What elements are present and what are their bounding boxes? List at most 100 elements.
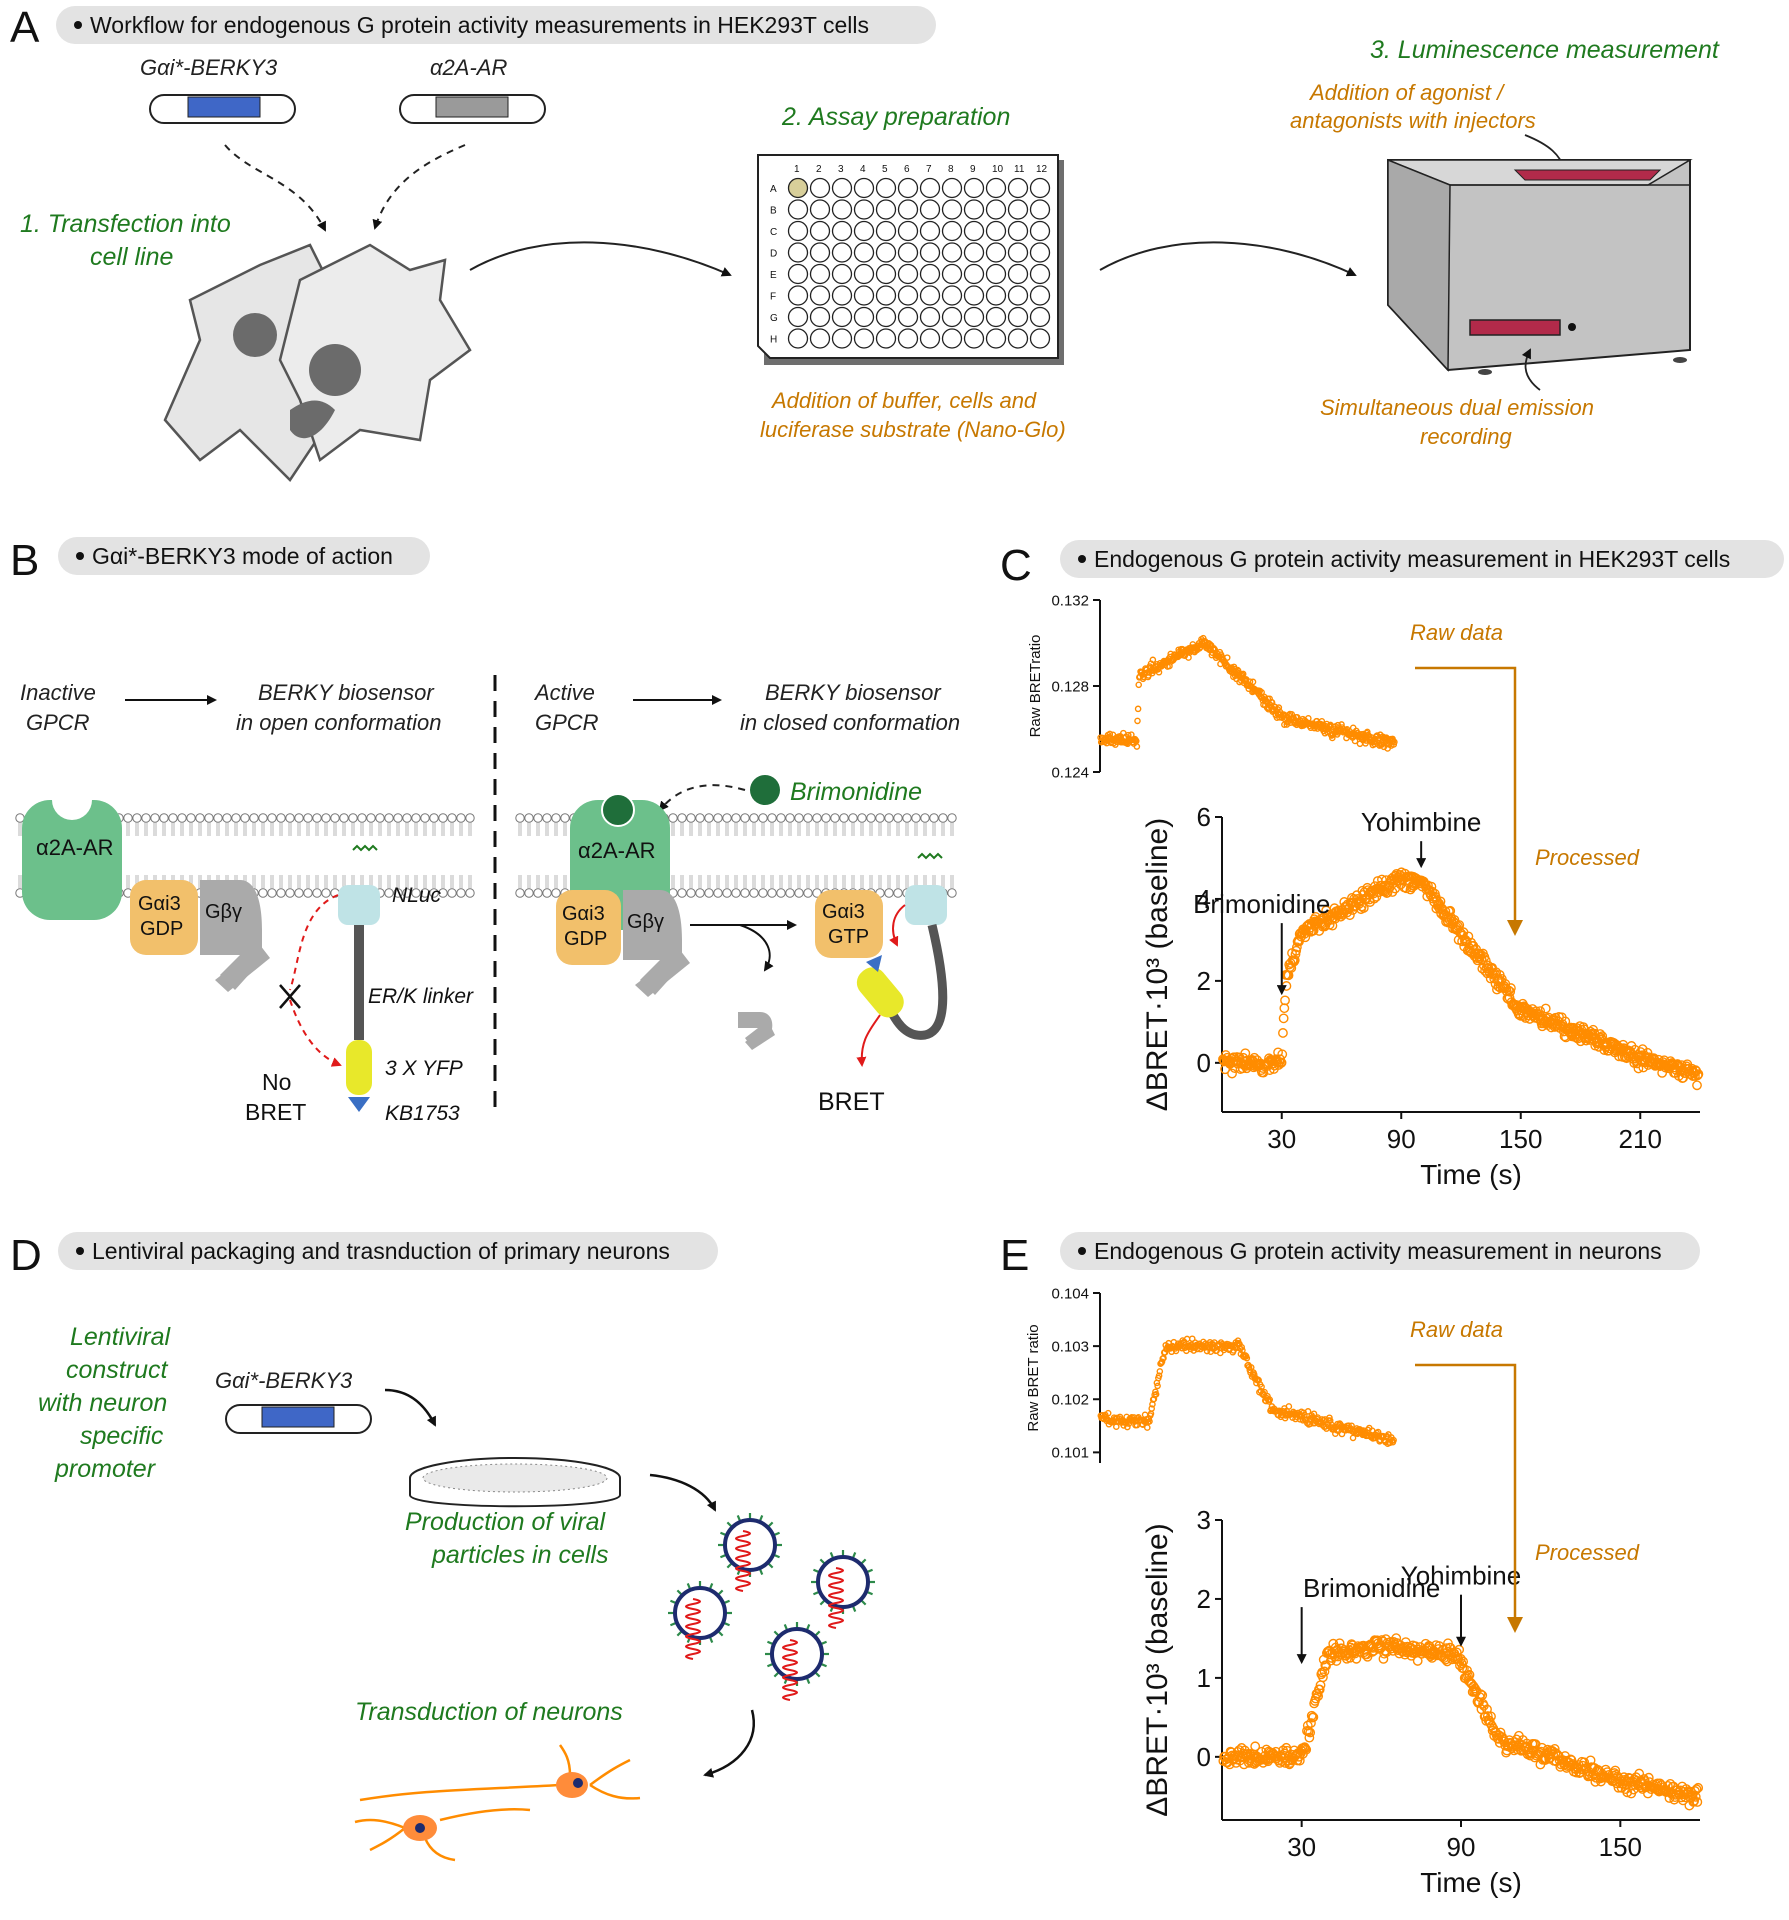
x-tick-label: 210 (1619, 1124, 1662, 1154)
data-point (1412, 1656, 1423, 1666)
data-point (1290, 949, 1301, 960)
lipid-tail (180, 822, 184, 889)
lipid-tail (315, 822, 319, 889)
lipid-tail (878, 822, 882, 889)
lipid-tail (441, 822, 445, 889)
lipid-head (429, 813, 439, 823)
plate-well (831, 328, 853, 349)
lipid-head (542, 888, 552, 898)
plate-well (985, 220, 1007, 242)
data-point (1495, 1727, 1506, 1738)
data-point (1318, 717, 1326, 725)
data-point (1134, 705, 1142, 713)
x-axis-label: Time (s) (1420, 1159, 1522, 1190)
data-point (1486, 1711, 1496, 1722)
plate-well (963, 177, 985, 199)
lipid-tail (824, 822, 828, 889)
plate-well (875, 199, 897, 220)
lipid-head (776, 888, 786, 898)
y-axis-label: ΔBRET·10³ (baseline) (1141, 1523, 1174, 1816)
bullet-icon (1078, 1247, 1086, 1255)
plate-well (1007, 199, 1029, 220)
lipid-head (812, 888, 822, 898)
lipid-head (438, 888, 448, 898)
lipid-tail (279, 822, 283, 889)
plate-well (985, 306, 1007, 328)
x-tick-label: 150 (1599, 1832, 1642, 1862)
construct-line4: specific (80, 1422, 164, 1450)
plate-well (787, 177, 809, 199)
gdp-label-right: GDP (564, 928, 607, 950)
plate-well (875, 177, 897, 199)
lipid-head (731, 813, 741, 823)
lipid-head (177, 813, 187, 823)
lipid-tail (788, 822, 792, 889)
plate-well (853, 328, 875, 349)
data-point (1238, 1343, 1245, 1351)
lipid-head (839, 813, 849, 823)
closed-conf-line1: BERKY biosensor (765, 680, 942, 705)
panel-b-letter: B (10, 536, 39, 585)
data-point (1692, 1080, 1702, 1091)
data-point (1152, 1390, 1160, 1398)
data-point (1693, 1782, 1704, 1793)
panel-d-letter: D (10, 1231, 42, 1280)
bullet-icon (76, 552, 84, 560)
lipid-head (168, 813, 178, 823)
data-point (1266, 1396, 1274, 1403)
x-tick-label: 90 (1387, 1124, 1416, 1154)
data-point (1391, 738, 1398, 746)
plate-well (809, 177, 831, 199)
lipid-tail (932, 822, 936, 889)
step3-note-bottom-line2: recording (1420, 424, 1512, 449)
lipid-tail (680, 822, 684, 889)
lipid-head (911, 813, 921, 823)
plate-well (919, 263, 941, 285)
panel-d-title: Lentiviral packaging and trasnduction of… (92, 1238, 670, 1264)
bullet-icon (1078, 555, 1086, 563)
lipid-head (524, 888, 534, 898)
y-tick-label: 0.103 (1051, 1338, 1089, 1355)
plate-well (941, 242, 963, 263)
data-point (1390, 1436, 1397, 1444)
plate-row-label: E (770, 270, 777, 281)
lipid-tail (432, 822, 436, 889)
processed-label-c: Processed (1535, 845, 1640, 870)
x-axis-label: Time (s) (1420, 1867, 1522, 1898)
y-tick-label: 0.101 (1051, 1445, 1089, 1462)
linker-label: ER/K linker (368, 985, 474, 1008)
lipid-tail (806, 822, 810, 889)
data-point (1690, 1786, 1700, 1796)
plate-well (919, 285, 941, 306)
step2-note-line1: Addition of buffer, cells and (770, 388, 1037, 413)
plate-col-label: 7 (926, 164, 932, 175)
plate-well (809, 220, 831, 242)
plate-well (831, 306, 853, 328)
lipid-head (875, 813, 885, 823)
lipid-tail (450, 822, 454, 889)
data-point (1263, 1756, 1273, 1767)
lipid-head (731, 888, 741, 898)
data-point (1688, 1796, 1699, 1807)
lipid-head (258, 888, 268, 898)
lipid-tail (842, 822, 846, 889)
lipid-head (393, 888, 403, 898)
plate-well (875, 263, 897, 285)
lipid-head (560, 813, 570, 823)
lipid-head (402, 888, 412, 898)
data-point (1468, 1681, 1479, 1692)
lipid-tail (342, 822, 346, 889)
plate-well (963, 285, 985, 306)
data-point (1106, 730, 1114, 738)
lipid-head (713, 888, 723, 898)
dish-to-virus-arrow (649, 1473, 717, 1512)
lipid-head (893, 813, 903, 823)
lipid-head (713, 813, 723, 823)
data-point (1334, 1638, 1345, 1649)
plate-well (1029, 177, 1051, 199)
plate-well (875, 242, 897, 263)
lipid-tail (698, 822, 702, 889)
